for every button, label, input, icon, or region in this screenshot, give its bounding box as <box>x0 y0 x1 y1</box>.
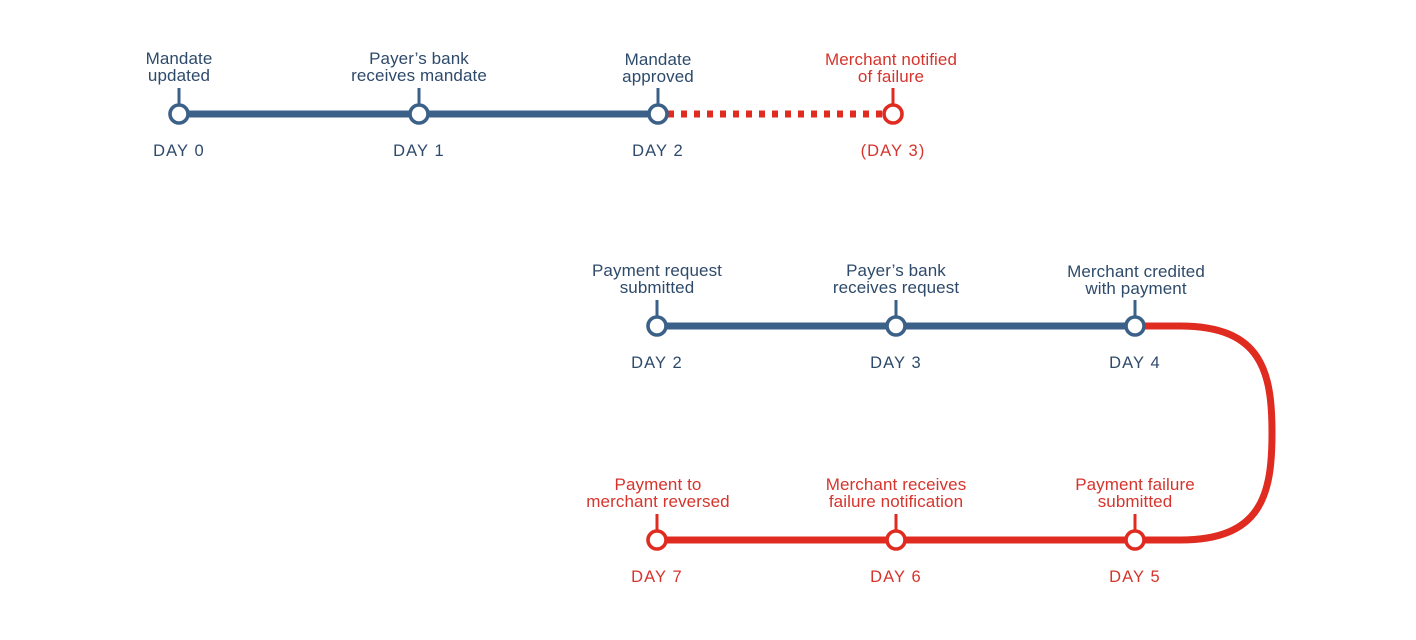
label-payers-bank-receives-request-line1: Payer’s bank <box>846 261 946 280</box>
node-payers-bank-receives-request[interactable] <box>885 315 907 337</box>
day-label-day3-parenthetical: (DAY 3) <box>861 142 926 160</box>
node-merchant-receives-failure-notification[interactable] <box>885 529 907 551</box>
label-payers-bank-receives-mandate-line2: receives mandate <box>351 66 487 85</box>
node-mandate-approved[interactable] <box>647 103 669 125</box>
label-merchant-notified-of-failure-line2: of failure <box>858 67 924 86</box>
day-label-day5: DAY 5 <box>1109 568 1161 586</box>
node-merchant-credited-with-payment[interactable] <box>1124 315 1146 337</box>
label-payment-failure-submitted-line2: submitted <box>1098 492 1173 511</box>
timeline-payment: Payment request submitted Payer’s bank r… <box>586 261 1276 586</box>
label-mandate-updated-line1: Mandate <box>146 49 213 68</box>
label-mandate-approved-line1: Mandate <box>625 50 692 69</box>
timeline-mandate: Mandate updated Payer’s bank receives ma… <box>146 49 957 160</box>
node-payment-failure-submitted[interactable] <box>1124 529 1146 551</box>
label-mandate-approved-line2: approved <box>622 67 694 86</box>
day-label-day6: DAY 6 <box>870 568 922 586</box>
day-label-day3-payment: DAY 3 <box>870 354 922 372</box>
label-payment-request-submitted-line2: submitted <box>620 278 695 297</box>
node-payers-bank-receives-mandate[interactable] <box>408 103 430 125</box>
label-merchant-receives-failure-notification-line1: Merchant receives <box>826 475 967 494</box>
segment-curve-day4-to-day5 <box>1135 322 1276 544</box>
label-payers-bank-receives-mandate-line1: Payer’s bank <box>369 49 469 68</box>
label-payers-bank-receives-request-line2: receives request <box>833 278 960 297</box>
label-payment-request-submitted-line1: Payment request <box>592 261 722 280</box>
label-payment-failure-submitted-line1: Payment failure <box>1075 475 1195 494</box>
node-merchant-notified-of-failure[interactable] <box>882 103 904 125</box>
day-label-day2-payment: DAY 2 <box>631 354 683 372</box>
label-merchant-credited-with-payment-line2: with payment <box>1084 279 1187 298</box>
day-label-day0: DAY 0 <box>153 142 205 160</box>
label-payment-to-merchant-reversed-line2: merchant reversed <box>586 492 729 511</box>
node-payment-to-merchant-reversed[interactable] <box>646 529 668 551</box>
label-merchant-notified-of-failure-line1: Merchant notified <box>825 50 957 69</box>
day-label-day2-mandate: DAY 2 <box>632 142 684 160</box>
label-merchant-receives-failure-notification-line2: failure notification <box>829 492 963 511</box>
day-label-day7: DAY 7 <box>631 568 683 586</box>
label-mandate-updated-line2: updated <box>148 66 210 85</box>
node-mandate-updated[interactable] <box>168 103 190 125</box>
label-payment-to-merchant-reversed-line1: Payment to <box>615 475 702 494</box>
node-payment-request-submitted[interactable] <box>646 315 668 337</box>
label-merchant-credited-with-payment-line1: Merchant credited <box>1067 262 1205 281</box>
day-label-day4: DAY 4 <box>1109 354 1161 372</box>
day-label-day1: DAY 1 <box>393 142 445 160</box>
